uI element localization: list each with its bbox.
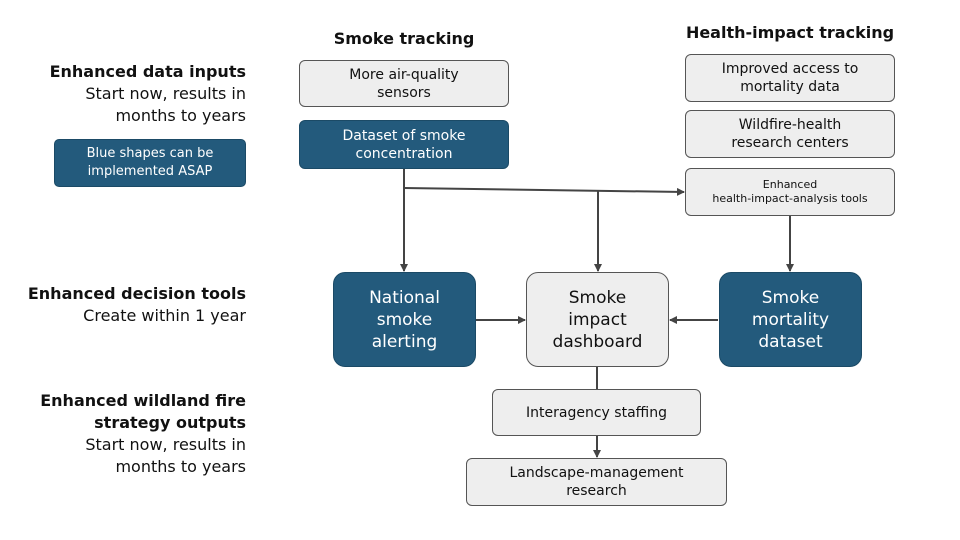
node-research-centers: Wildfire-health research centers [685, 110, 895, 158]
node-smoke-mortality-dataset: Smoke mortality dataset [719, 272, 862, 367]
node-air-quality-sensors: More air-quality sensors [299, 60, 509, 107]
section-title: Enhanced wildland fire [40, 391, 246, 410]
section-strategy-outputs: Enhanced wildland fire strategy outputs … [40, 390, 246, 478]
column-title-smoke: Smoke tracking [333, 29, 475, 48]
section-text: months to years [115, 457, 246, 476]
section-text: Create within 1 year [83, 306, 246, 325]
node-label: Landscape-management [509, 465, 684, 481]
node-interagency-staffing: Interagency staffing [492, 389, 701, 436]
node-landscape-research: Landscape-management research [466, 458, 727, 506]
node-label: Wildfire-health [738, 117, 842, 133]
node-label: smoke [376, 309, 433, 330]
legend-text: Blue shapes can be [86, 146, 214, 161]
node-label: Enhanced [762, 178, 818, 191]
node-label: health-impact-analysis tools [712, 192, 868, 205]
legend-box: Blue shapes can be implemented ASAP [54, 139, 246, 187]
node-analysis-tools: Enhanced health-impact-analysis tools [685, 168, 895, 216]
node-label: mortality data [740, 79, 840, 95]
section-text: Start now, results in [85, 84, 246, 103]
section-title: Enhanced data inputs [49, 62, 246, 81]
arrow-dataset-to-analysis-tools [403, 187, 685, 196]
node-smoke-impact-dashboard: Smoke impact dashboard [526, 272, 669, 367]
node-label: mortality [751, 309, 830, 330]
section-text: months to years [115, 106, 246, 125]
legend-text: implemented ASAP [87, 164, 213, 179]
node-label: Interagency staffing [526, 404, 667, 421]
node-smoke-dataset: Dataset of smoke concentration [299, 120, 509, 169]
node-label: Smoke [761, 287, 820, 308]
node-national-smoke-alerting: National smoke alerting [333, 272, 476, 367]
node-label: dashboard [552, 331, 643, 352]
node-label: Smoke [568, 287, 627, 308]
section-title: Enhanced decision tools [27, 284, 246, 303]
node-label: sensors [377, 84, 431, 101]
node-label: More air-quality [349, 66, 459, 83]
section-text: Start now, results in [85, 435, 246, 454]
section-title: strategy outputs [94, 413, 246, 432]
node-label: research [566, 483, 627, 499]
column-title-health: Health-impact tracking [685, 23, 895, 42]
node-label: concentration [355, 145, 453, 162]
node-label: National [369, 287, 440, 308]
node-mortality-access: Improved access to mortality data [685, 54, 895, 102]
node-label: Dataset of smoke [342, 127, 466, 144]
section-decision-tools: Enhanced decision tools Create within 1 … [28, 283, 246, 327]
node-label: impact [568, 309, 627, 330]
node-label: dataset [758, 331, 823, 352]
node-label: research centers [731, 135, 849, 151]
node-label: Improved access to [721, 61, 859, 77]
node-label: alerting [371, 331, 438, 352]
section-data-inputs: Enhanced data inputs Start now, results … [50, 61, 246, 127]
